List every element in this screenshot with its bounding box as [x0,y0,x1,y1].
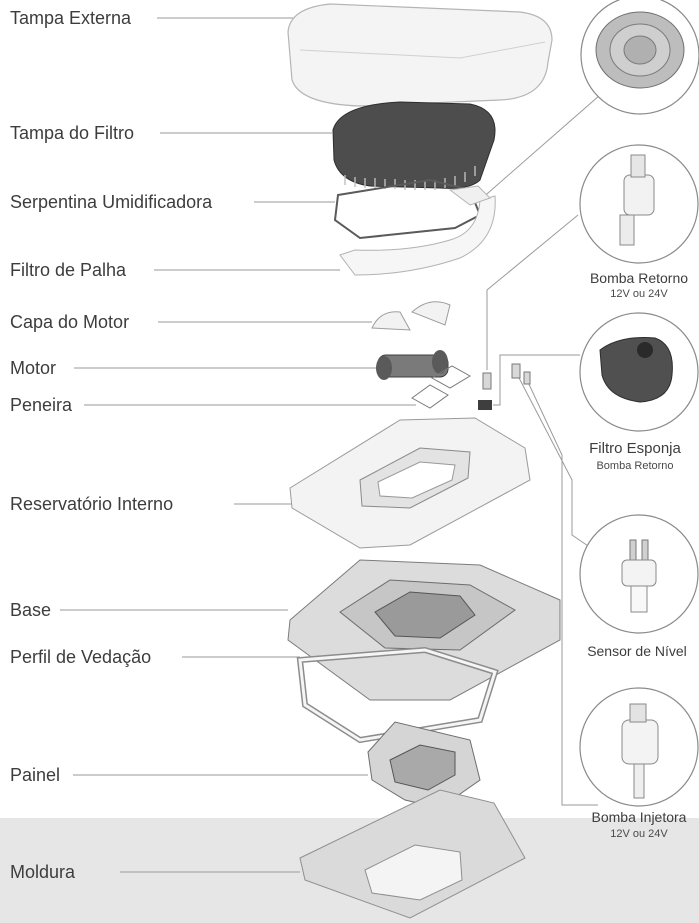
straw-roll-art [595,11,685,89]
painel-art [367,721,481,809]
label-filtro-esponja: Filtro Esponja [589,440,681,457]
label-reservatorio: Reservatório Interno [10,494,174,514]
base-art [287,559,561,701]
capa-motor-art [371,301,451,331]
moldura-art [299,789,526,919]
label-tampa-externa: Tampa Externa [10,8,132,28]
label-sensor-nivel: Sensor de Nível [587,643,687,659]
label-moldura: Moldura [10,862,76,882]
bomba-injetora-art [621,703,659,799]
label-bomba-retorno-sub: 12V ou 24V [610,288,668,300]
esponja-art [599,337,673,403]
serpentina-art [333,178,482,240]
label-serpentina: Serpentina Umidificadora [10,192,213,212]
label-capa-motor: Capa do Motor [10,312,130,332]
label-peneira: Peneira [10,395,73,415]
peneira-art [411,365,471,409]
label-bomba-injetora: Bomba Injetora [591,809,687,825]
leader-lines [60,17,601,873]
small-pumps-art [478,363,531,410]
sensor-nivel-art [621,539,657,613]
label-filtro-esponja-sub: Bomba Retorno [596,460,674,472]
label-bomba-injetora-sub: 12V ou 24V [610,828,668,840]
motor-art [376,350,449,380]
label-filtro-palha: Filtro de Palha [10,260,127,280]
label-bomba-retorno: Bomba Retorno [589,270,689,286]
label-base: Base [10,600,52,620]
bomba-retorno-art [619,154,655,246]
label-painel: Painel [10,765,61,785]
accessory-circles [579,0,699,807]
label-motor: Motor [10,358,57,378]
tampa-externa-art [287,3,553,107]
label-perfil-vedacao: Perfil de Vedação [10,647,152,667]
reservatorio-art [289,417,531,549]
label-tampa-filtro: Tampa do Filtro [10,123,135,143]
tampa-filtro-art [332,101,496,190]
filtro-palha-art [339,185,496,276]
